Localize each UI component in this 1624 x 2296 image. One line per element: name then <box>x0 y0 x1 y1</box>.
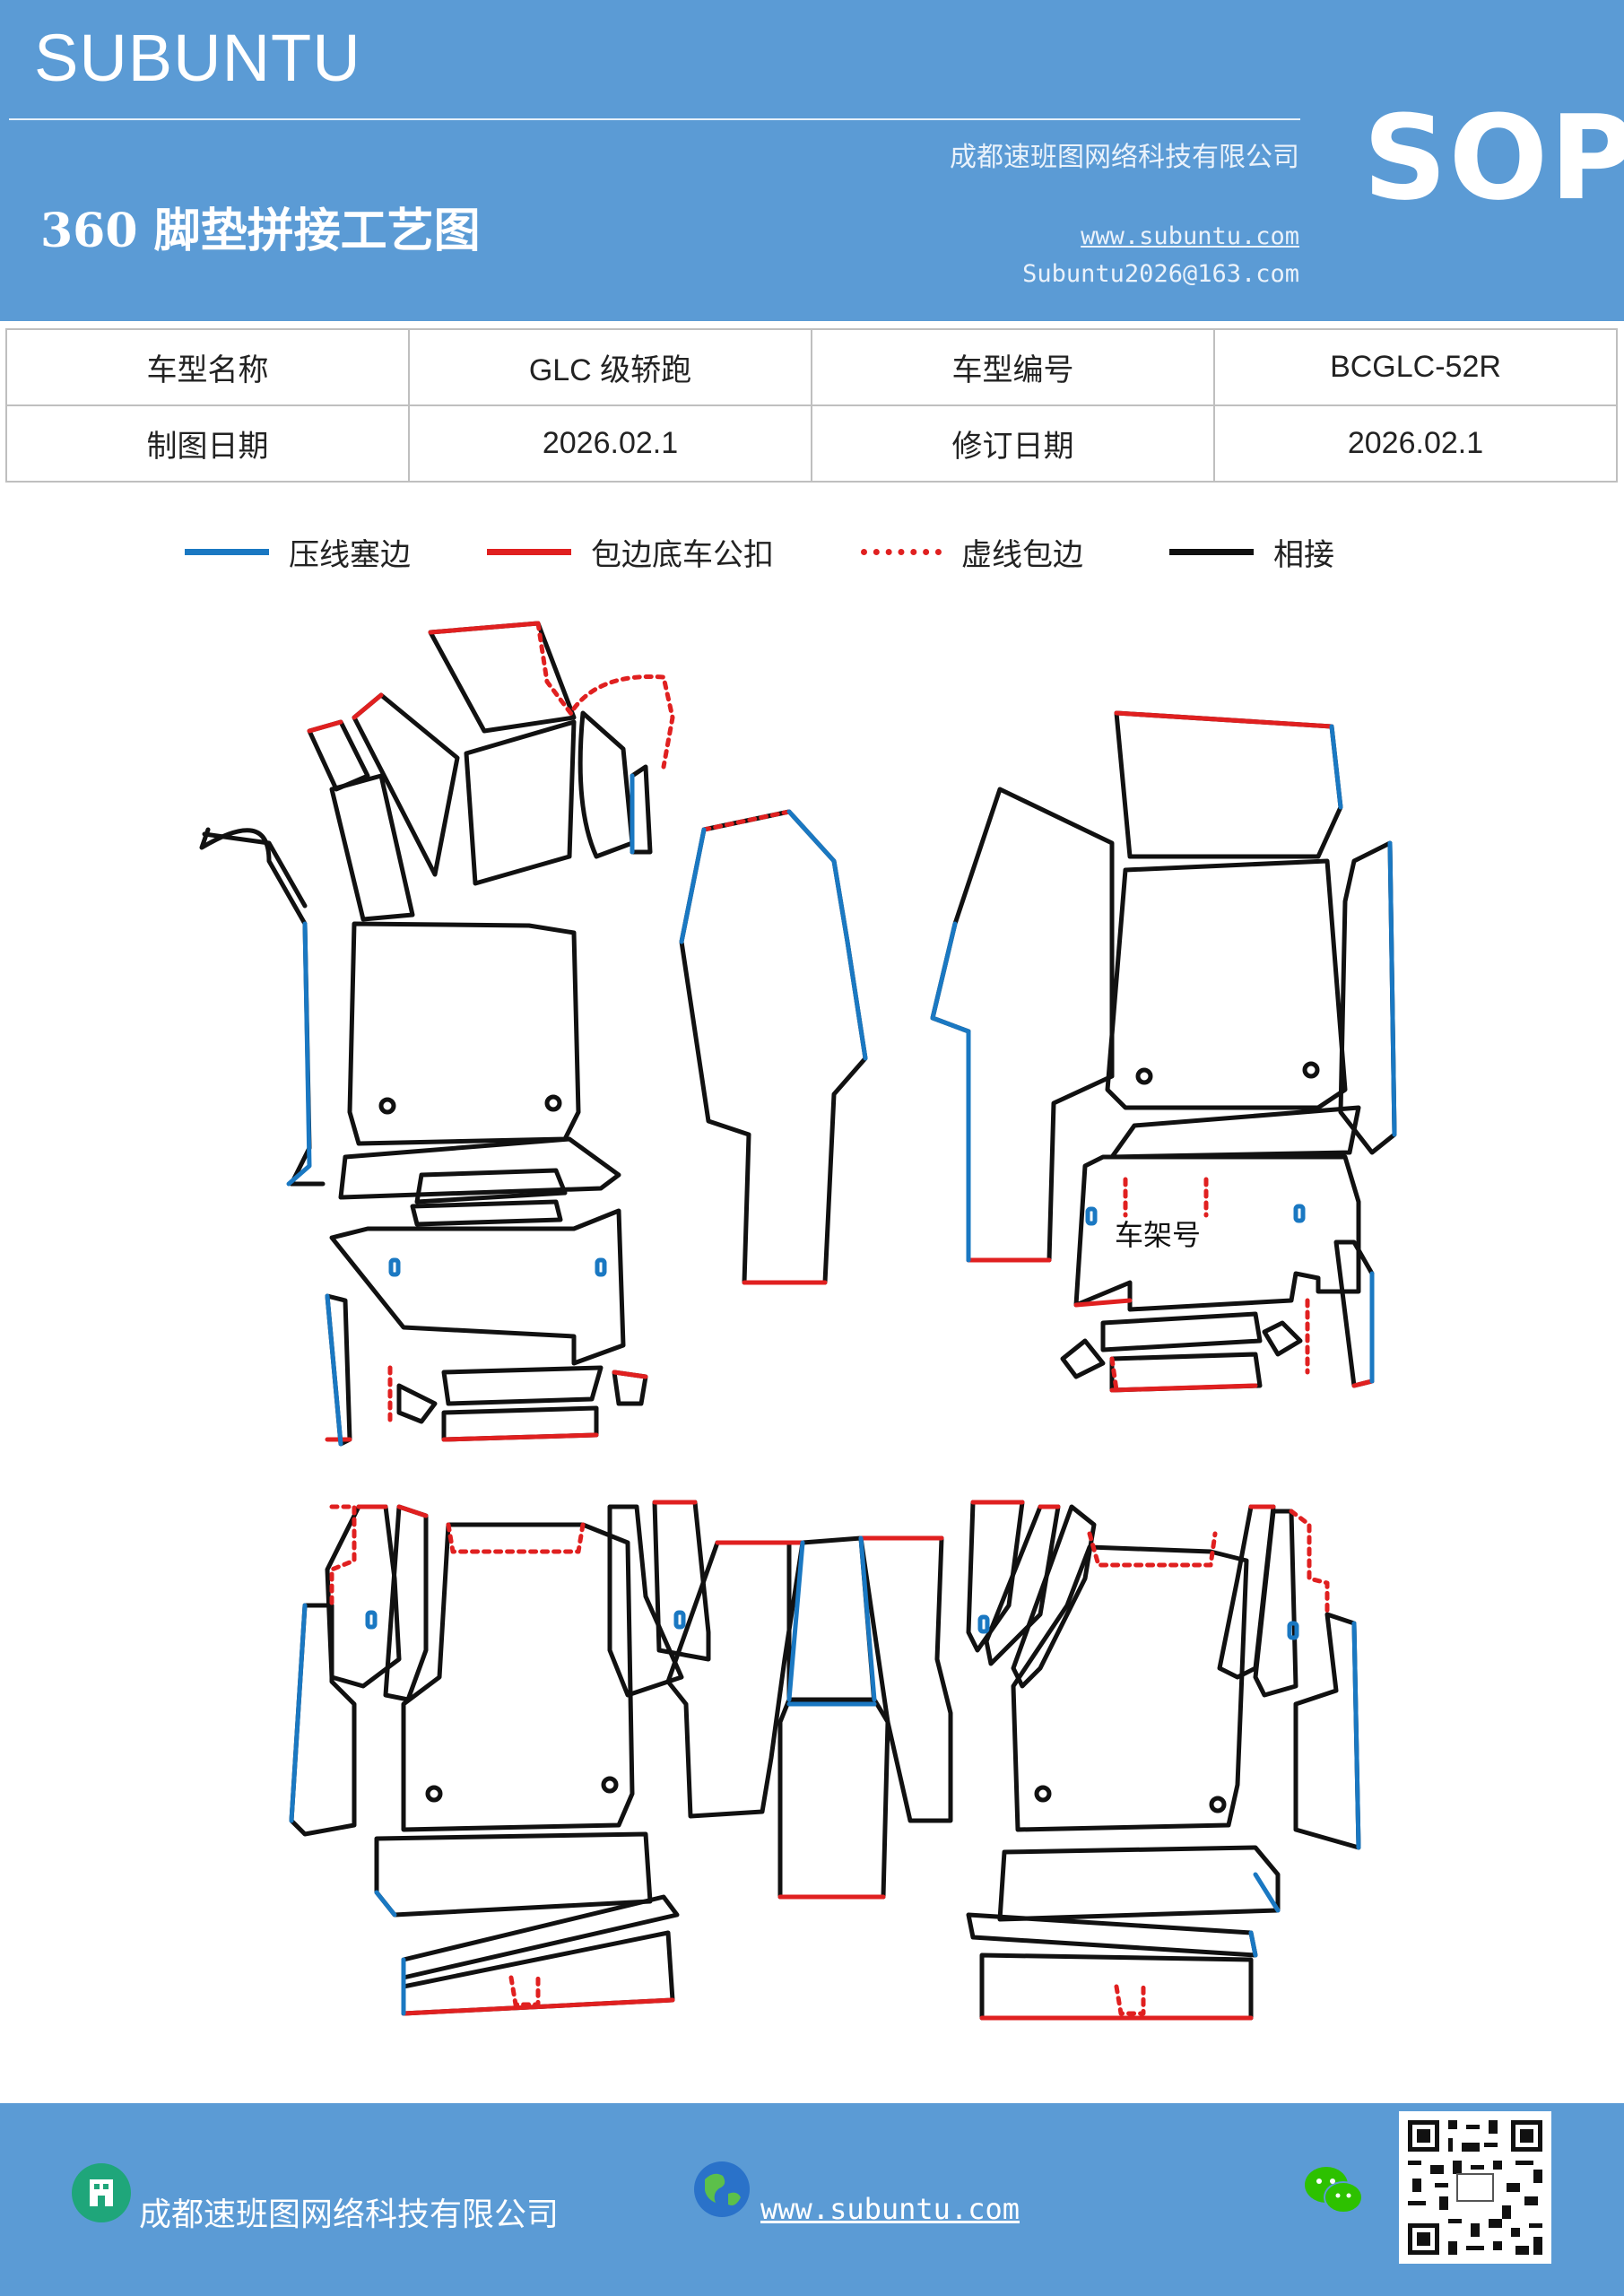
model-code-label: 车型编号 <box>811 328 1215 406</box>
legend-label: 虚线包边 <box>961 536 1083 573</box>
page-title: 360 脚垫拼接工艺图 <box>40 204 481 258</box>
legend-label: 相接 <box>1273 536 1334 573</box>
model-name-value: GLC 级轿跑 <box>408 328 812 406</box>
legend-swatch-blue <box>185 548 269 555</box>
sop-badge: SOP <box>1363 90 1624 226</box>
table-row: 车型名称 GLC 级轿跑 车型编号 BCGLC-52R <box>5 328 1618 406</box>
legend-item-joined: 相接 <box>1169 529 1334 574</box>
footer-website-link[interactable]: www.subuntu.com <box>760 2192 1020 2226</box>
mat-group-front-right <box>930 710 1397 1393</box>
legend-swatch-red-dotted <box>861 548 942 555</box>
draw-date-label: 制图日期 <box>5 404 410 483</box>
legend-item-press-line: 压线塞边 <box>185 529 411 574</box>
draw-date-value: 2026.02.1 <box>408 404 812 483</box>
footer-company: 成都速班图网络科技有限公司 <box>139 2196 560 2233</box>
legend-swatch-black <box>1169 548 1254 555</box>
brand-name: SUBUNTU <box>34 21 361 95</box>
legend-item-edge-buckle: 包边底车公扣 <box>487 529 774 574</box>
header-email: Subuntu2026@163.com <box>1022 260 1299 288</box>
revise-date-label: 修订日期 <box>811 404 1215 483</box>
globe-icon <box>694 2161 750 2217</box>
header-banner <box>0 0 1624 321</box>
revise-date-value: 2026.02.1 <box>1213 404 1618 483</box>
legend-swatch-red <box>487 548 571 555</box>
table-row: 制图日期 2026.02.1 修订日期 2026.02.1 <box>5 404 1618 483</box>
qr-code <box>1399 2111 1551 2264</box>
legend-label: 压线塞边 <box>289 536 411 573</box>
model-code-value: BCGLC-52R <box>1213 328 1618 406</box>
header-divider <box>9 118 1300 120</box>
floor-mat-diagram: 车架号 <box>199 621 1397 2021</box>
mat-group-front-left <box>199 621 868 1447</box>
legend-item-dotted-edge: 虚线包边 <box>861 529 1083 574</box>
model-name-label: 车型名称 <box>5 328 410 406</box>
legend-label: 包边底车公扣 <box>591 536 774 573</box>
wechat-icon[interactable] <box>1302 2163 1365 2219</box>
header-company: 成都速班图网络科技有限公司 <box>950 142 1299 173</box>
header-website-link[interactable]: www.subuntu.com <box>1081 222 1299 250</box>
info-table: 车型名称 GLC 级轿跑 车型编号 BCGLC-52R 制图日期 2026.02… <box>5 328 1618 483</box>
mat-group-rear <box>289 1500 1361 2021</box>
building-icon <box>72 2163 131 2222</box>
frame-number-label: 车架号 <box>1115 1218 1201 1252</box>
